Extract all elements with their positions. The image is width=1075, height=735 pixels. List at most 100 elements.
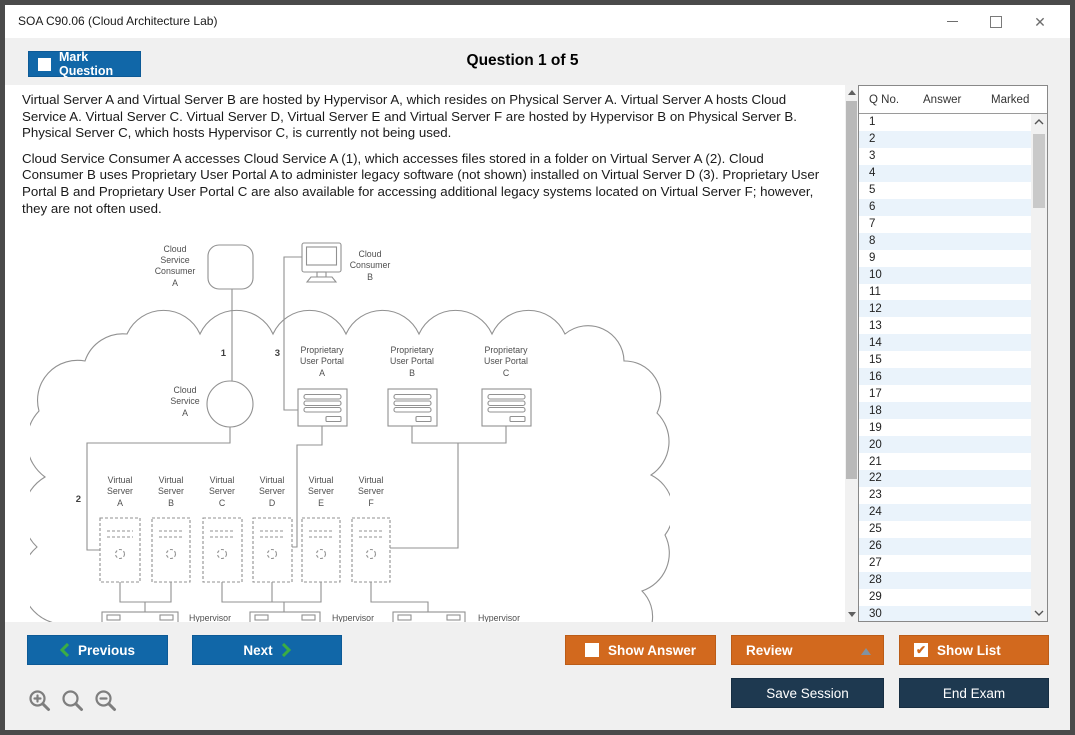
table-row[interactable]: 6 [859, 198, 1031, 216]
mark-question-button[interactable]: Mark Question [28, 50, 141, 78]
line-vs-cde-to-hyp2 [221, 582, 322, 613]
mark-question-checkbox[interactable] [38, 57, 51, 71]
table-row[interactable]: 5 [859, 182, 1031, 199]
maximize-icon [990, 15, 1002, 28]
content-scrollbar[interactable] [845, 85, 858, 622]
svg-text:Consumer: Consumer [155, 266, 196, 276]
maximize-button[interactable] [974, 7, 1018, 37]
svg-text:Proprietary: Proprietary [484, 345, 528, 355]
svg-text:Virtual: Virtual [210, 475, 235, 485]
workstation-icon [301, 242, 342, 283]
footer-bar: Previous Next Show Answer Review ✔ Show … [5, 622, 1070, 730]
table-row[interactable]: 17 [859, 385, 1031, 402]
line-portals-bc-to-vs-f [390, 443, 459, 549]
show-answer-checkbox[interactable] [584, 643, 599, 657]
cell-q_no: 4 [869, 167, 876, 180]
zoom-reset-icon[interactable] [60, 688, 86, 714]
line-vs-f-to-hyp3 [370, 582, 429, 613]
close-button[interactable]: ✕ [1018, 7, 1062, 37]
column-header-qno: Q No. [869, 93, 900, 106]
table-row[interactable]: 25 [859, 521, 1031, 538]
cell-q_no: 13 [869, 319, 882, 332]
svg-text:F: F [368, 498, 374, 508]
table-row[interactable]: 4 [859, 164, 1031, 182]
table-row[interactable]: 8 [859, 232, 1031, 250]
table-row[interactable]: 9 [859, 250, 1031, 267]
svg-text:Server: Server [107, 486, 133, 496]
cell-q_no: 19 [869, 421, 882, 434]
list-scrollbar[interactable] [1031, 114, 1047, 621]
table-row[interactable]: 30 [859, 605, 1031, 621]
cell-q_no: 12 [869, 302, 882, 315]
show-list-button[interactable]: ✔ Show List [899, 635, 1049, 665]
zoom-out-icon[interactable] [93, 688, 119, 714]
portal-c-shape [481, 388, 532, 427]
table-row[interactable]: 27 [859, 555, 1031, 572]
table-row[interactable]: 12 [859, 300, 1031, 318]
scroll-down-arrow-icon[interactable] [848, 612, 856, 617]
cell-q_no: 10 [869, 269, 882, 282]
svg-text:D: D [269, 498, 275, 508]
table-row[interactable]: 26 [859, 537, 1031, 555]
table-row[interactable]: 22 [859, 470, 1031, 487]
table-row[interactable]: 3 [859, 148, 1031, 165]
chevron-up-icon[interactable] [1034, 119, 1044, 125]
scroll-up-arrow-icon[interactable] [848, 90, 856, 95]
cell-q_no: 20 [869, 438, 882, 451]
portal-b-shape [387, 388, 438, 427]
table-row[interactable]: 11 [859, 284, 1031, 301]
end-exam-button[interactable]: End Exam [899, 678, 1049, 708]
table-row[interactable]: 7 [859, 216, 1031, 233]
svg-text:Consumer: Consumer [350, 260, 391, 270]
table-row[interactable]: 21 [859, 453, 1031, 470]
review-button[interactable]: Review [731, 635, 884, 665]
table-row[interactable]: 28 [859, 571, 1031, 589]
column-header-marked: Marked [991, 93, 1030, 106]
cell-q_no: 25 [869, 523, 882, 536]
svg-text:Server: Server [358, 486, 384, 496]
list-scrollbar-thumb[interactable] [1033, 134, 1045, 208]
show-answer-button[interactable]: Show Answer [565, 635, 716, 665]
table-row[interactable]: 23 [859, 487, 1031, 504]
cell-q_no: 8 [869, 235, 876, 248]
svg-text:Server: Server [308, 486, 334, 496]
cell-q_no: 30 [869, 608, 882, 621]
next-button[interactable]: Next [192, 635, 342, 665]
table-row[interactable]: 19 [859, 419, 1031, 436]
table-row[interactable]: 1 [859, 114, 1031, 131]
table-row[interactable]: 10 [859, 266, 1031, 284]
table-row[interactable]: 20 [859, 436, 1031, 454]
svg-text:A: A [182, 408, 188, 418]
svg-text:Proprietary: Proprietary [300, 345, 344, 355]
table-row[interactable]: 15 [859, 351, 1031, 368]
svg-text:1: 1 [221, 348, 227, 359]
chevron-down-icon[interactable] [1034, 610, 1044, 616]
line-service-a-to-vs-a [86, 427, 231, 551]
triangle-up-icon [861, 648, 871, 655]
table-row[interactable]: 29 [859, 589, 1031, 606]
save-session-button[interactable]: Save Session [731, 678, 884, 708]
diagram-numbers: 1 3 2 [76, 348, 280, 505]
question-content: Virtual Server A and Virtual Server B ar… [5, 85, 845, 622]
svg-text:Cloud: Cloud [359, 249, 382, 259]
table-row[interactable]: 13 [859, 317, 1031, 334]
svg-text:C: C [503, 368, 510, 378]
cell-q_no: 6 [869, 201, 876, 214]
architecture-diagram: Cloud Service Consumer A Cloud Consumer … [30, 242, 670, 622]
table-row[interactable]: 2 [859, 130, 1031, 148]
zoom-in-icon[interactable] [27, 688, 53, 714]
line-vs-ab-to-hyp1 [119, 582, 172, 613]
scrollbar-thumb[interactable] [846, 101, 857, 479]
table-row[interactable]: 24 [859, 503, 1031, 521]
svg-text:A: A [319, 368, 325, 378]
show-list-checkbox[interactable]: ✔ [914, 643, 928, 657]
minimize-button[interactable] [930, 7, 974, 37]
cell-q_no: 24 [869, 506, 882, 519]
previous-button[interactable]: Previous [27, 635, 168, 665]
table-row[interactable]: 18 [859, 402, 1031, 420]
table-row[interactable]: 16 [859, 368, 1031, 386]
table-row[interactable]: 14 [859, 334, 1031, 352]
cell-q_no: 21 [869, 455, 882, 468]
svg-text:User Portal: User Portal [300, 356, 344, 366]
